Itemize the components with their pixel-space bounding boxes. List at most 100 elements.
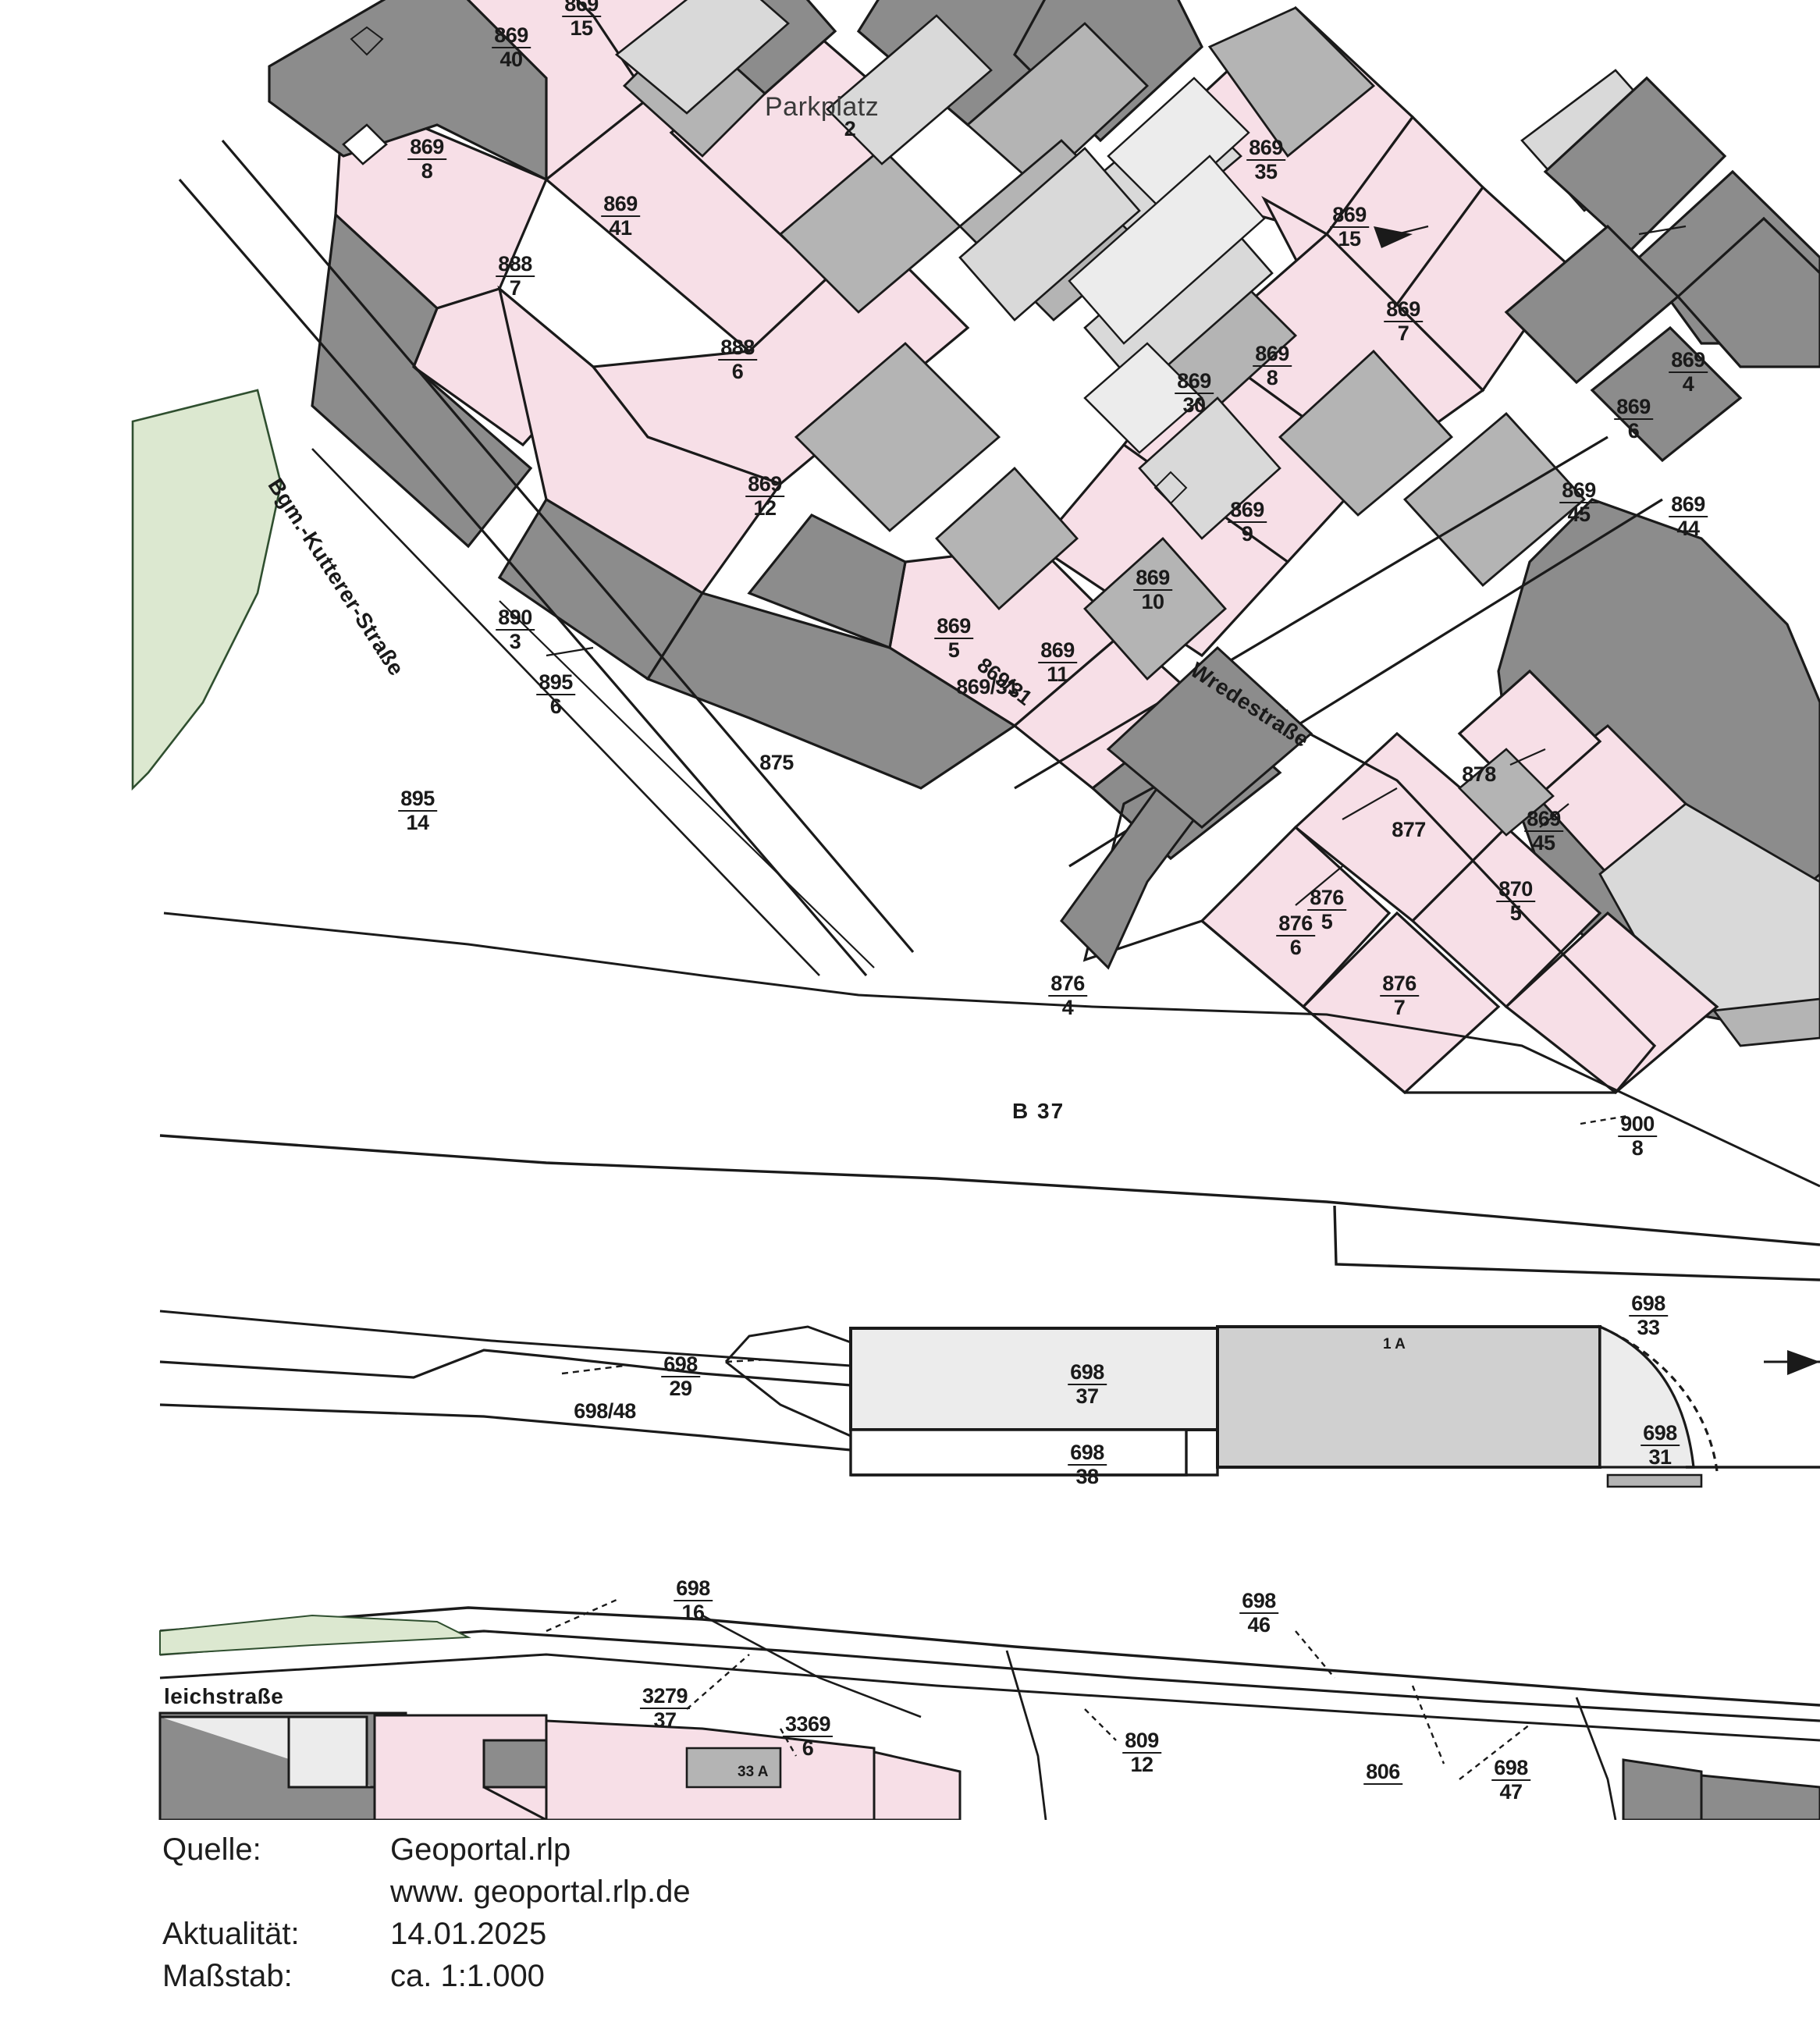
parcel-numerator: 869 [1038, 639, 1077, 663]
parcel-numerator: 809 [1122, 1729, 1161, 1754]
parcel-numerator: 869 [407, 136, 446, 160]
parcel-numerator: 869 [745, 473, 784, 497]
parcel-denominator: 14 [406, 810, 429, 834]
parcel-denominator: 15 [1338, 226, 1361, 251]
parcel-denominator: 38 [1075, 1464, 1099, 1488]
parcel-denominator: 30 [1182, 393, 1206, 417]
parcel-label-875: 875 [759, 751, 794, 774]
parcel-denominator: 15 [570, 16, 593, 40]
parcel-denominator: 5 [947, 638, 960, 662]
parcel-denominator: 12 [1130, 1752, 1153, 1776]
parcel-denominator: 3 [509, 629, 521, 653]
footer-value-quelle: Geoportal.rlp [390, 1832, 571, 1867]
parcel-denominator: 11 [1047, 662, 1068, 686]
parcel-denominator: 8 [1631, 1136, 1644, 1160]
parcel-label-2: 2 [844, 117, 856, 140]
parcel-denominator: 6 [1289, 935, 1302, 959]
parcel-numerator: 869 [1524, 808, 1563, 832]
parcel-numerator: 900 [1618, 1113, 1657, 1137]
parcel-denominator: 9 [1241, 521, 1253, 546]
parcel-label-878: 878 [1462, 762, 1496, 786]
footer-value-url[interactable]: www. geoportal.rlp.de [390, 1875, 691, 1909]
parcel-numerator: 698 [1239, 1590, 1278, 1614]
parcel-numerator: 869 [1669, 349, 1708, 373]
street-label-leichstra-e[interactable]: leichstraße [164, 1684, 284, 1708]
parcel-denominator: 40 [499, 47, 523, 71]
parcel-numerator: 890 [496, 606, 535, 631]
parcel-numerator: 869 [1669, 493, 1708, 517]
parcel-numerator: 876 [1307, 887, 1346, 911]
parcel-denominator: 4 [1682, 371, 1694, 396]
parcel-numerator: 895 [398, 787, 437, 812]
parcel-denominator: 35 [1254, 159, 1278, 183]
parcel-numerator: 869 [1330, 204, 1369, 228]
parcel-denominator: 46 [1247, 1612, 1271, 1637]
parcel-denominator: 8 [1266, 365, 1278, 389]
parcel-denominator: 10 [1141, 589, 1164, 613]
building-label-33-a: 33 A [738, 1764, 769, 1780]
parcel-numerator: 888 [718, 336, 757, 361]
map-geometry [131, 0, 1820, 1820]
parcel-denominator: 5 [1321, 909, 1333, 933]
parcel-denominator: 4 [1061, 995, 1074, 1019]
area-label-parkplatz: Parkplatz [765, 92, 880, 122]
parcel-numerator: 895 [536, 671, 575, 695]
road-label-b-37: B 37 [1012, 1099, 1065, 1123]
parcel-numerator: 869 [1133, 567, 1172, 591]
parcel-denominator: 7 [509, 275, 521, 300]
parcel-numerator: 869 [934, 615, 973, 639]
footer-value-massstab: ca. 1:1.000 [390, 1959, 545, 1993]
footer-key-massstab: Maßstab: [162, 1959, 293, 1993]
parcel-numerator: 869 [1175, 370, 1214, 394]
parcel-numerator: 698 [1068, 1441, 1107, 1466]
parcel-denominator: 31 [1648, 1445, 1672, 1469]
parcel-denominator: 6 [802, 1736, 814, 1760]
green-area [131, 389, 283, 791]
parcel-numerator: 869 [1253, 343, 1292, 367]
parcel-numerator: 698 [1068, 1361, 1107, 1385]
footer-key-aktualitaet: Aktualität: [162, 1917, 300, 1951]
boundary-b37-north [159, 1134, 1820, 1246]
parcel-denominator: 7 [1393, 995, 1406, 1019]
parcel-denominator: 44 [1676, 516, 1700, 540]
parcel-numerator: 698 [1640, 1422, 1680, 1446]
parcel-denominator: 5 [1509, 901, 1522, 925]
parcel-denominator: 45 [1567, 502, 1591, 526]
parcel-label-698-48: 698/48 [574, 1399, 636, 1423]
footer-key-quelle: Quelle: [162, 1832, 261, 1867]
parcel-denominator: 16 [681, 1600, 705, 1624]
parcel-denominator: 41 [609, 215, 632, 240]
parcel-numerator: 869 [1384, 298, 1423, 322]
parcel-label-877: 877 [1392, 818, 1426, 841]
parcel-numerator: 876 [1048, 972, 1087, 997]
footer-value-aktualitaet: 14.01.2025 [390, 1917, 547, 1951]
parcel-denominator: 12 [753, 496, 777, 520]
boundary-1 [163, 912, 1820, 1188]
parcel-numerator: 869 [562, 0, 601, 17]
